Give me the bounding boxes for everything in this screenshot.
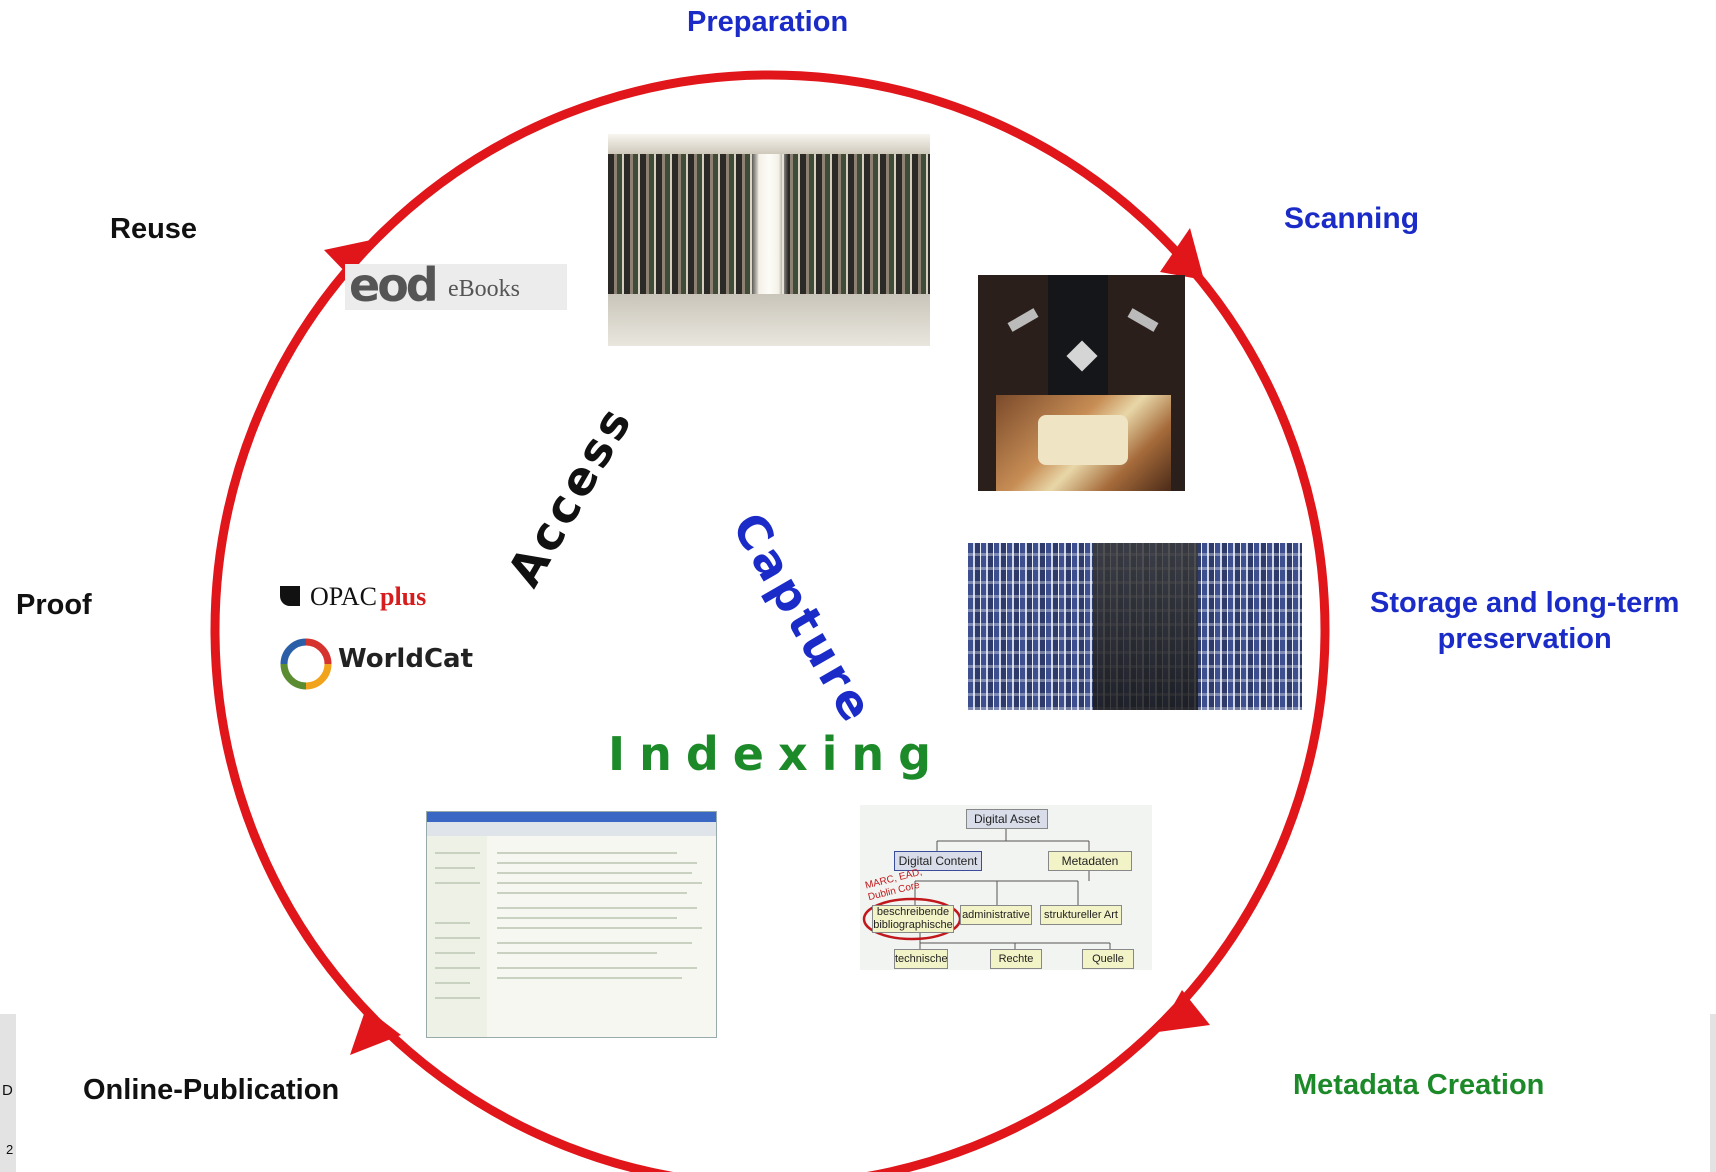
- tree-root: Digital Asset: [966, 809, 1048, 829]
- left-edge-number: 2: [6, 1142, 14, 1157]
- tree-administrative: administrative: [960, 905, 1032, 925]
- label-reuse: Reuse: [110, 213, 198, 245]
- label-storage: Storage and long-term preservation: [1370, 585, 1679, 657]
- book-scanner-image: [978, 275, 1185, 491]
- center-indexing: Indexing: [608, 727, 946, 781]
- label-scanning: Scanning: [1284, 202, 1420, 235]
- cycle-circle: [210, 70, 1330, 1172]
- tree-quelle: Quelle: [1082, 949, 1134, 969]
- eod-text: eBooks: [448, 276, 520, 302]
- tree-metadaten: Metadaten: [1048, 851, 1132, 871]
- left-edge-letter: D: [2, 1082, 13, 1099]
- opac-plus: plus: [380, 582, 427, 611]
- worldcat-logo: WorldCat: [280, 638, 474, 690]
- library-stacks-image: [608, 134, 930, 346]
- label-proof: Proof: [16, 589, 92, 621]
- arrow-reuse-icon: [324, 240, 371, 278]
- label-preparation: Preparation: [687, 6, 849, 38]
- label-online-publication: Online-Publication: [83, 1074, 340, 1106]
- tree-beschreibende: beschreibende bibliographische: [872, 905, 954, 933]
- worldcat-swirl-icon: [280, 638, 332, 690]
- eod-ebooks-logo: eod eBooks: [345, 258, 567, 312]
- arrow-publication-icon: [350, 1008, 401, 1055]
- arrow-metadata-icon: [1158, 990, 1210, 1032]
- opac-icon: [280, 586, 300, 606]
- label-storage-line1: Storage and long-term: [1370, 587, 1680, 619]
- eod-mark: eod: [349, 258, 439, 312]
- left-edge-strip: [0, 1014, 16, 1172]
- tree-digital-content: Digital Content: [894, 851, 982, 871]
- tree-technische: technische: [894, 949, 948, 969]
- tree-struktureller: struktureller Art: [1040, 905, 1122, 925]
- arrow-scanning-icon: [1160, 228, 1204, 280]
- online-publication-screenshot: [426, 811, 717, 1038]
- metadata-tree-diagram: Digital Asset Digital Content Metadaten …: [860, 805, 1152, 970]
- right-edge-strip: [1710, 1014, 1716, 1172]
- worldcat-text: WorldCat: [338, 644, 474, 674]
- opac-main: OPAC: [310, 582, 377, 611]
- tree-rechte: Rechte: [990, 949, 1042, 969]
- label-storage-line2: preservation: [1437, 623, 1612, 655]
- label-metadata-creation: Metadata Creation: [1293, 1069, 1545, 1101]
- storage-racks-image: [968, 543, 1302, 710]
